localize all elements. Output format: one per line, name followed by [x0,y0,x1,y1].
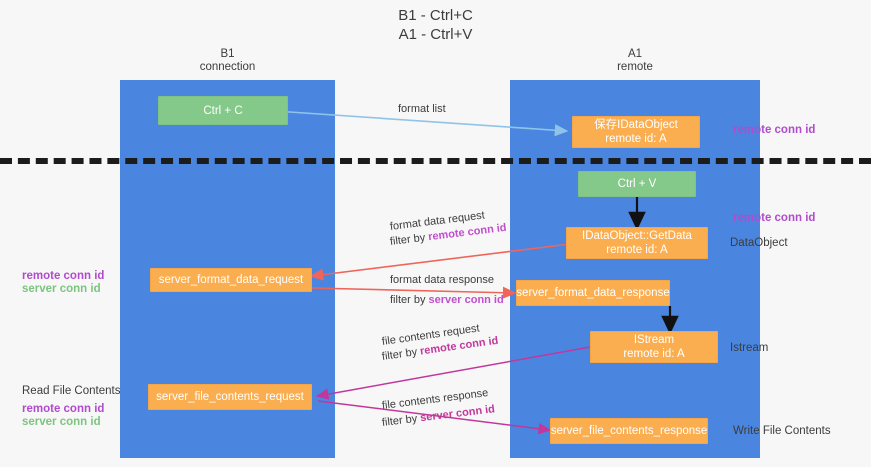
phase-divider [0,158,871,164]
filter-prefix: filter by [389,231,429,248]
node-istream-label: IStream remote id: A [623,334,685,360]
annotation-left-bottom-remote-conn-id: remote conn id [22,403,105,415]
node-ctrl-v[interactable]: Ctrl + V [578,171,696,197]
node-ctrl-c[interactable]: Ctrl + C [158,96,288,125]
annotation-left-bottom-server-conn-id: server conn id [22,416,101,428]
edge-label-format-data-response-line1: format data response [390,274,494,286]
node-save-idataobject[interactable]: 保存IDataObject remote id: A [572,116,700,148]
node-server-format-data-request-label: server_format_data_request [158,274,304,286]
node-save-idataobject-label: 保存IDataObject remote id: A [594,119,678,145]
annotation-dataobject: DataObject [730,237,788,249]
edge-label-format-list: format list [398,103,446,115]
edge-label-format-data-response: format data response filter by server co… [390,273,504,307]
annotation-istream: Istream [730,342,769,354]
filter-key-server-conn-id: server conn id [428,294,504,306]
node-idataobject-getdata[interactable]: IDataObject::GetData remote id: A [566,227,708,259]
annotation-left-server-conn-id: server conn id [22,283,101,295]
node-server-file-contents-response-label: server_file_contents_response [550,425,708,437]
node-server-format-data-response[interactable]: server_format_data_response [516,280,670,306]
edge-label-format-data-response-line2: filter by server conn id [390,293,504,307]
annotation-write-file-contents: Write File Contents [733,425,831,437]
annotation-right-mid-remote-conn-id: remote conn id [733,212,816,224]
node-server-file-contents-request[interactable]: server_file_contents_request [148,384,312,410]
annotation-read-file-contents: Read File Contents [22,385,121,397]
node-ctrl-v-label: Ctrl + V [617,178,657,190]
node-idataobject-getdata-label: IDataObject::GetData remote id: A [582,230,692,256]
node-server-file-contents-request-label: server_file_contents_request [156,391,304,403]
node-server-format-data-request[interactable]: server_format_data_request [150,268,312,292]
edge-label-format-data-request: format data request filter by remote con… [389,209,507,249]
edge-label-file-contents-request: file contents request filter by remote c… [381,322,499,364]
annotation-left-remote-conn-id: remote conn id [22,270,105,282]
filter-prefix: filter by [390,294,429,306]
annotation-right-top-remote-conn-id: remote conn id [733,124,816,136]
filter-prefix: filter by [381,345,421,363]
edge-label-file-contents-response: file contents response filter by server … [381,387,496,430]
column-header-b1: B1 connection [199,48,256,73]
node-server-format-data-response-label: server_format_data_response [516,287,670,299]
node-ctrl-c-label: Ctrl + C [203,104,243,117]
diagram-title: B1 - Ctrl+C A1 - Ctrl+V [398,7,473,43]
filter-prefix: filter by [381,412,421,429]
column-header-a1: A1 remote [617,48,653,73]
node-server-file-contents-response[interactable]: server_file_contents_response [550,418,708,444]
node-istream[interactable]: IStream remote id: A [590,331,718,363]
